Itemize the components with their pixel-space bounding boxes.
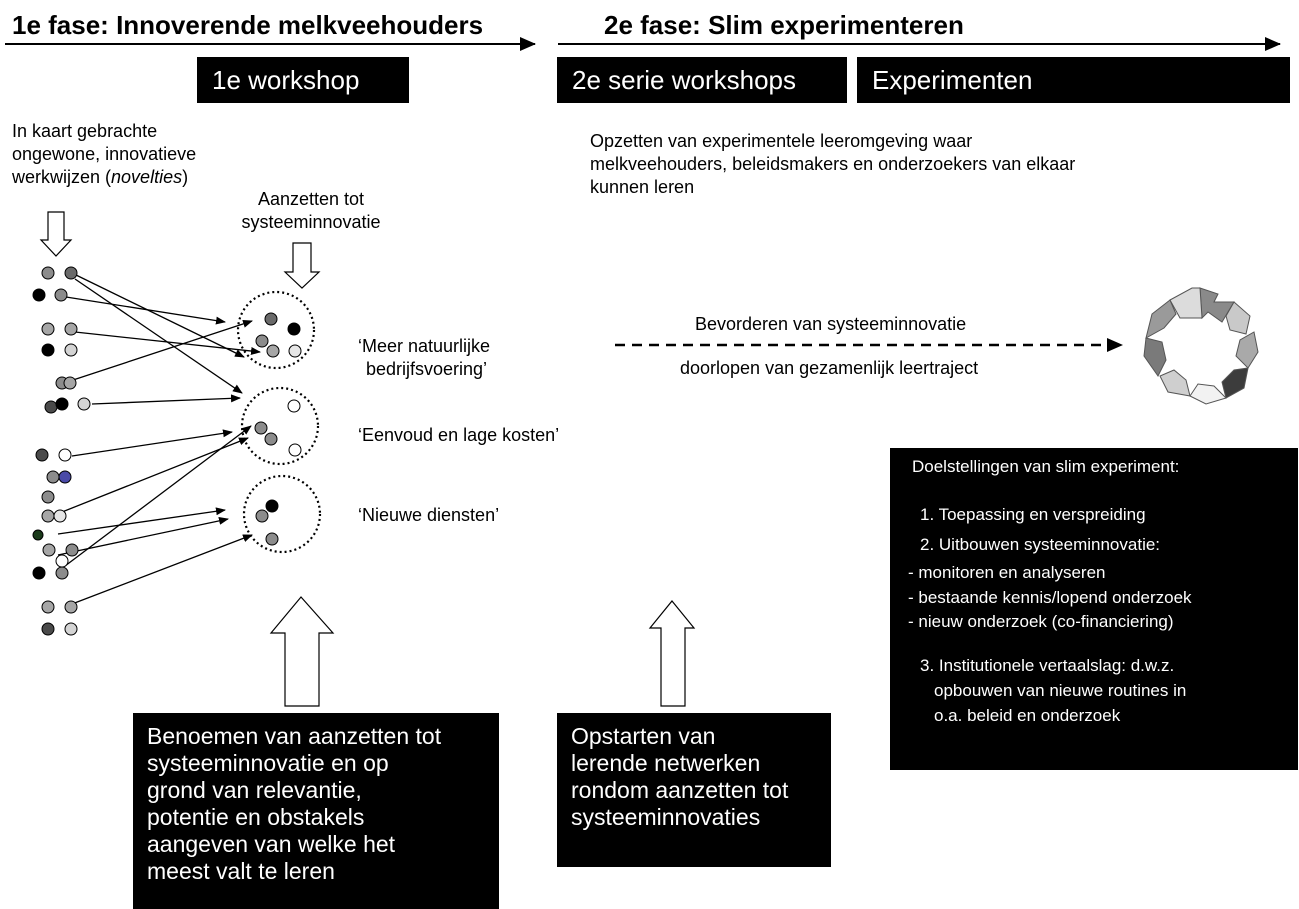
- arrow-label-bottom: doorlopen van gezamenlijk leertraject: [680, 358, 979, 378]
- goal-item-6: 3. Institutionele vertaalslag: d.w.z.: [920, 656, 1175, 675]
- aanzetten-line2: systeeminnovatie: [241, 212, 381, 232]
- hollow-up-arrow-mid: [648, 600, 696, 707]
- goal-item-5: - nieuw onderzoek (co-financiering): [908, 612, 1174, 631]
- bottom-left-box: Benoemen van aanzetten tot systeeminnova…: [133, 713, 499, 909]
- aanzetten-label: Aanzetten tot systeeminnovatie: [226, 188, 396, 234]
- novelties-line2: ongewone, innovatieve: [12, 144, 197, 164]
- bottom-left-line2: systeeminnovatie en op: [147, 750, 389, 776]
- goal-item-4: - bestaande kennis/lopend onderzoek: [908, 588, 1192, 607]
- hollow-down-arrow-aanzetten: [283, 242, 321, 289]
- phase1-title: 1e fase: Innoverende melkveehouders: [12, 10, 484, 40]
- bottom-left-line4: potentie en obstakels: [147, 804, 365, 830]
- phase2-title: 2e fase: Slim experimenteren: [604, 10, 964, 40]
- goal-item-3: - monitoren en analyseren: [908, 563, 1106, 582]
- cluster-circle-3: [242, 474, 322, 554]
- experimental-line2: melkveehouders, beleidsmakers en onderzo…: [590, 154, 1076, 174]
- arrow-label-top: Bevorderen van systeeminnovatie: [695, 314, 967, 334]
- goals-title: Doelstellingen van slim experiment:: [912, 457, 1180, 476]
- novelties-description: In kaart gebrachte ongewone, innovatieve…: [12, 120, 196, 189]
- goal-item-8: o.a. beleid en onderzoek: [934, 706, 1121, 725]
- goals-box: Doelstellingen van slim experiment: 1. T…: [890, 448, 1298, 770]
- novelty-connection-arrows: [56, 274, 261, 605]
- cluster2-label: ‘Eenvoud en lage kosten’: [358, 425, 560, 445]
- cluster-circle-1: [236, 290, 316, 370]
- hollow-down-arrow-novelties: [39, 211, 73, 257]
- goal-item-2: 2. Uitbouwen systeeminnovatie:: [920, 535, 1161, 554]
- aanzetten-line1: Aanzetten tot: [257, 189, 365, 209]
- experimental-description: Opzetten van experimentele leeromgeving …: [590, 130, 1075, 199]
- workshop1-box: 1e workshop: [197, 57, 409, 103]
- cluster1-label: ‘Meer natuurlijke bedrijfsvoering’: [358, 335, 490, 381]
- bottom-mid-line3: rondom aanzetten tot: [571, 777, 789, 803]
- cluster3-label: ‘Nieuwe diensten’: [358, 505, 500, 525]
- experimental-line3: kunnen leren: [590, 177, 695, 197]
- bottom-left-line3: grond van relevantie,: [147, 777, 362, 803]
- experiments-box: Experimenten: [857, 57, 1290, 103]
- bottom-mid-line2: lerende netwerken: [571, 750, 761, 776]
- cluster1-line1: ‘Meer natuurlijke: [358, 336, 491, 356]
- learning-cycle-icon: [1143, 287, 1259, 405]
- cluster-circle-2: [240, 386, 320, 466]
- bottom-mid-box: Opstarten van lerende netwerken rondom a…: [557, 713, 831, 867]
- bottom-left-line1: Benoemen van aanzetten tot: [147, 723, 442, 749]
- novelties-line3: werkwijzen (novelties): [12, 167, 189, 187]
- bottom-mid-line4: systeeminnovaties: [571, 804, 761, 830]
- bottom-left-line6: meest valt te leren: [147, 858, 335, 884]
- hollow-up-arrow-left: [269, 596, 335, 707]
- cluster-dots: [254, 312, 302, 546]
- novelties-line1: In kaart gebrachte: [12, 121, 158, 141]
- goal-item-7: opbouwen van nieuwe routines in: [934, 681, 1187, 700]
- workshop-series-box: 2e serie workshops: [557, 57, 847, 103]
- experimental-line1: Opzetten van experimentele leeromgeving …: [590, 131, 973, 151]
- cluster1-line2: bedrijfsvoering’: [366, 359, 488, 379]
- bottom-mid-line1: Opstarten van: [571, 723, 716, 749]
- goal-item-1: 1. Toepassing en verspreiding: [920, 505, 1146, 524]
- novelty-dots: [32, 266, 91, 636]
- bottom-left-line5: aangeven van welke het: [147, 831, 396, 857]
